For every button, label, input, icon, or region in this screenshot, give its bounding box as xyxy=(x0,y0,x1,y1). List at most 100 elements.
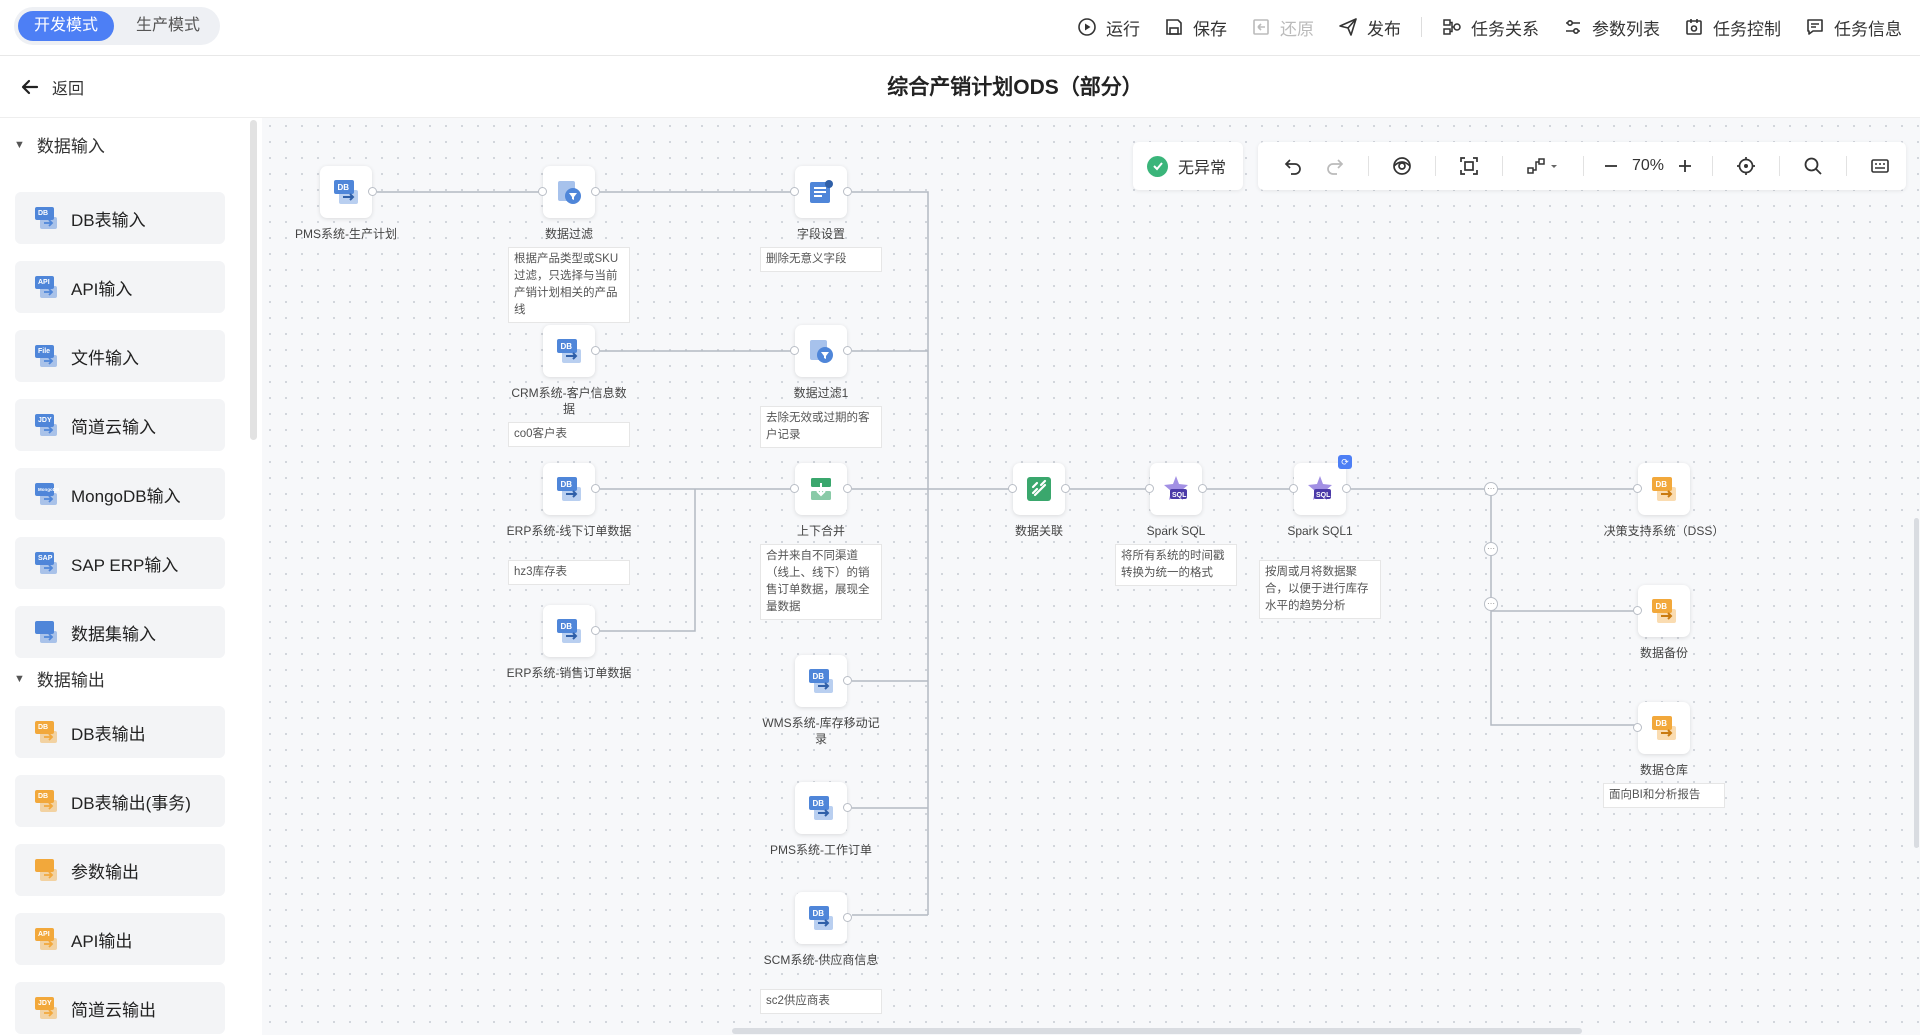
layout-dropdown[interactable] xyxy=(1515,142,1571,190)
flow-node-wh[interactable]: DB xyxy=(1633,702,1690,754)
zoom-in-button[interactable] xyxy=(1670,142,1700,190)
run-label: 运行 xyxy=(1106,19,1140,39)
search-button[interactable] xyxy=(1792,142,1834,190)
param-list-button[interactable]: 参数列表 xyxy=(1551,0,1672,54)
input-port[interactable] xyxy=(790,187,799,196)
output-port[interactable] xyxy=(843,187,852,196)
section-data-input[interactable]: ▼数据输入 xyxy=(14,132,105,157)
canvas-toolbar-divider xyxy=(1583,156,1584,176)
flow-node-filter1[interactable] xyxy=(790,325,852,377)
sidebar-scrollbar[interactable] xyxy=(250,120,257,440)
output-port[interactable] xyxy=(368,187,377,196)
output-port[interactable] xyxy=(843,913,852,922)
input-port[interactable] xyxy=(790,346,799,355)
flow-node-erp2[interactable]: DB xyxy=(543,605,600,657)
output-port[interactable] xyxy=(1198,484,1207,493)
input-port[interactable] xyxy=(1633,606,1642,615)
locate-button[interactable] xyxy=(1725,142,1767,190)
flow-node-backup[interactable]: DB xyxy=(1633,585,1690,637)
task-relation-button[interactable]: 任务关系 xyxy=(1430,0,1551,54)
back-button[interactable]: 返回 xyxy=(20,75,84,99)
zoom-out-button[interactable] xyxy=(1596,142,1626,190)
flow-edge[interactable] xyxy=(600,489,696,632)
preview-button[interactable] xyxy=(1381,142,1423,190)
output-port[interactable] xyxy=(591,484,600,493)
flow-node-wms[interactable]: DB xyxy=(795,655,852,707)
flow-node-erp1[interactable]: DB xyxy=(543,463,600,515)
flow-node-sql[interactable]: SQL xyxy=(1145,463,1207,515)
flow-node-scm[interactable]: DB xyxy=(795,892,852,944)
component-item[interactable]: 参数输出 xyxy=(15,844,225,896)
svg-text:DB: DB xyxy=(561,342,573,351)
branch-junction[interactable]: ⋯ xyxy=(1484,482,1498,496)
restore-button[interactable]: 还原 xyxy=(1239,0,1326,54)
flow-node-union[interactable] xyxy=(790,463,852,515)
flow-node-crm[interactable]: DB xyxy=(543,325,600,377)
component-item[interactable]: 数据集输入 xyxy=(15,606,225,658)
input-port[interactable] xyxy=(538,187,547,196)
task-info-button[interactable]: 任务信息 xyxy=(1793,0,1914,54)
flow-node-sql1[interactable]: SQL xyxy=(1289,463,1351,515)
redo-button[interactable] xyxy=(1314,142,1356,190)
canvas-horizontal-scrollbar[interactable] xyxy=(732,1028,1582,1034)
branch-junction[interactable]: ⋯ xyxy=(1484,597,1498,611)
output-port[interactable] xyxy=(843,676,852,685)
output-port[interactable] xyxy=(1061,484,1070,493)
flow-edge[interactable] xyxy=(852,191,929,915)
run-button[interactable]: 运行 xyxy=(1065,0,1152,54)
flow-node-dss[interactable]: DB xyxy=(1633,463,1690,515)
branch-junction[interactable]: ⋯ xyxy=(1484,542,1498,556)
minimap-button[interactable] xyxy=(1859,142,1901,190)
output-port[interactable] xyxy=(843,484,852,493)
flow-node-pms[interactable]: DB xyxy=(320,166,377,218)
db-input-icon: DB xyxy=(809,906,833,930)
save-button[interactable]: 保存 xyxy=(1152,0,1239,54)
jdy-component-icon: JDY xyxy=(35,997,57,1019)
status-indicator: 无异常 xyxy=(1133,142,1243,190)
output-port[interactable] xyxy=(843,346,852,355)
output-port[interactable] xyxy=(591,187,600,196)
prod-mode-tab[interactable]: 生产模式 xyxy=(135,17,200,34)
arrow-left-icon xyxy=(21,79,39,95)
input-port[interactable] xyxy=(790,484,799,493)
flow-node-join[interactable] xyxy=(1008,463,1070,515)
input-port[interactable] xyxy=(1633,484,1642,493)
input-port[interactable] xyxy=(1289,484,1298,493)
save-icon xyxy=(1166,19,1182,35)
input-port[interactable] xyxy=(1008,484,1017,493)
task-info-label: 任务信息 xyxy=(1834,19,1902,39)
flow-node-pmsw[interactable]: DB xyxy=(795,782,852,834)
input-port[interactable] xyxy=(1145,484,1154,493)
fit-view-button[interactable] xyxy=(1448,142,1490,190)
node-description: 将所有系统的时间戳转换为统一的格式 xyxy=(1115,544,1237,586)
node-label: ERP系统-销售订单数据 xyxy=(506,666,632,680)
publish-button[interactable]: 发布 xyxy=(1326,0,1413,54)
canvas-vertical-scrollbar[interactable] xyxy=(1914,518,1919,848)
output-port[interactable] xyxy=(1342,484,1351,493)
section-data-output[interactable]: ▼数据输出 xyxy=(14,666,105,691)
output-port[interactable] xyxy=(591,346,600,355)
task-control-button[interactable]: 任务控制 xyxy=(1672,0,1793,54)
output-port[interactable] xyxy=(843,803,852,812)
input-port[interactable] xyxy=(1633,723,1642,732)
output-port[interactable] xyxy=(591,626,600,635)
mode-switch: 开发模式 生产模式 xyxy=(14,7,220,45)
flow-node-filter[interactable] xyxy=(538,166,600,218)
top-bar: 开发模式 生产模式 运行 保存 还原 发布 任务关系 参数列表 xyxy=(0,0,1920,56)
node-label: 决策支持系统（DSS） xyxy=(1603,524,1725,538)
flow-node-field[interactable] xyxy=(790,166,852,218)
undo-button[interactable] xyxy=(1272,142,1314,190)
flow-edge[interactable] xyxy=(1490,489,1638,726)
dev-mode-tab[interactable]: 开发模式 xyxy=(18,11,114,41)
